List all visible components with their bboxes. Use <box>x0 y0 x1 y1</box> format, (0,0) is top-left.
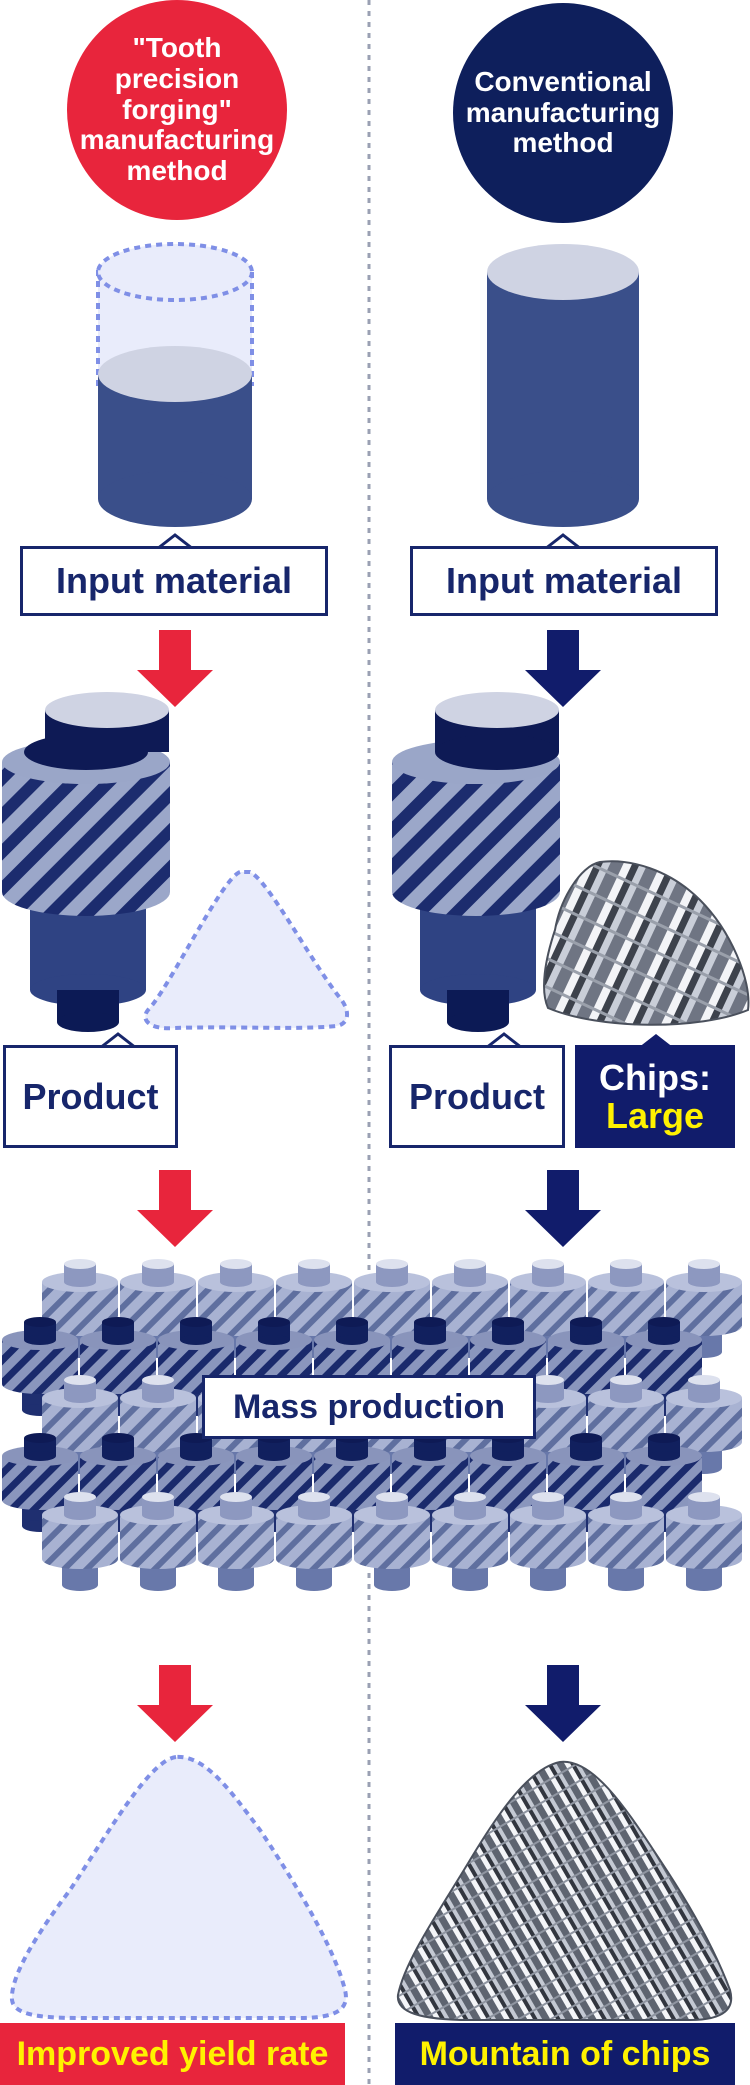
scrap-outline-small-left <box>143 870 349 1031</box>
product-label-left: Product <box>3 1045 178 1148</box>
arrow-down-left-3 <box>137 1665 213 1742</box>
mini-gear <box>120 1492 196 1591</box>
input-material-cylinder-right <box>487 244 639 527</box>
mini-gear <box>2 1317 78 1416</box>
mini-gear <box>588 1375 664 1474</box>
mini-gear <box>198 1259 274 1358</box>
mini-gear <box>470 1433 546 1532</box>
arrow-down-right-3 <box>525 1665 601 1742</box>
mini-gear <box>198 1492 274 1591</box>
mini-gear <box>432 1492 508 1591</box>
chips-label-line2: Large <box>605 1094 705 1136</box>
method-title-right: Conventional manufacturing method <box>453 3 673 223</box>
arrow-down-right-1 <box>525 630 601 707</box>
mini-gear <box>80 1433 156 1532</box>
mini-gear <box>588 1492 664 1591</box>
mini-gear <box>2 1433 78 1532</box>
mini-gear <box>276 1492 352 1591</box>
mini-gear <box>42 1492 118 1591</box>
scrap-outline-large-left <box>9 1754 348 2020</box>
mini-gear <box>666 1375 742 1474</box>
product-label-right: Product <box>389 1045 565 1148</box>
mini-gear <box>354 1492 430 1591</box>
mini-gear <box>510 1492 586 1591</box>
outcome-banner-left: Improved yield rate <box>0 2023 345 2085</box>
outcome-banner-right: Mountain of chips <box>395 2023 735 2085</box>
mini-gear <box>626 1317 702 1416</box>
input-material-label-right: Input material <box>410 546 718 616</box>
mini-gear <box>314 1433 390 1532</box>
chips-mountain-right <box>396 1760 733 2021</box>
input-material-cylinder-left <box>96 242 254 527</box>
arrow-down-right-2 <box>525 1170 601 1247</box>
chips-large-label: Chips: Large <box>575 1045 735 1148</box>
product-gear-left <box>2 692 170 1032</box>
mass-production-label: Mass production <box>202 1375 536 1439</box>
input-material-label-left: Input material <box>20 546 328 616</box>
chips-pile-small-right <box>543 860 750 1026</box>
product-gear-right <box>392 692 560 1032</box>
mini-gear <box>666 1492 742 1591</box>
arrow-down-left-2 <box>137 1170 213 1247</box>
chips-label-line1: Chips: <box>599 1056 711 1098</box>
arrow-down-left-1 <box>137 630 213 707</box>
method-title-left: "Tooth precision forging" manufacturing … <box>67 0 287 220</box>
